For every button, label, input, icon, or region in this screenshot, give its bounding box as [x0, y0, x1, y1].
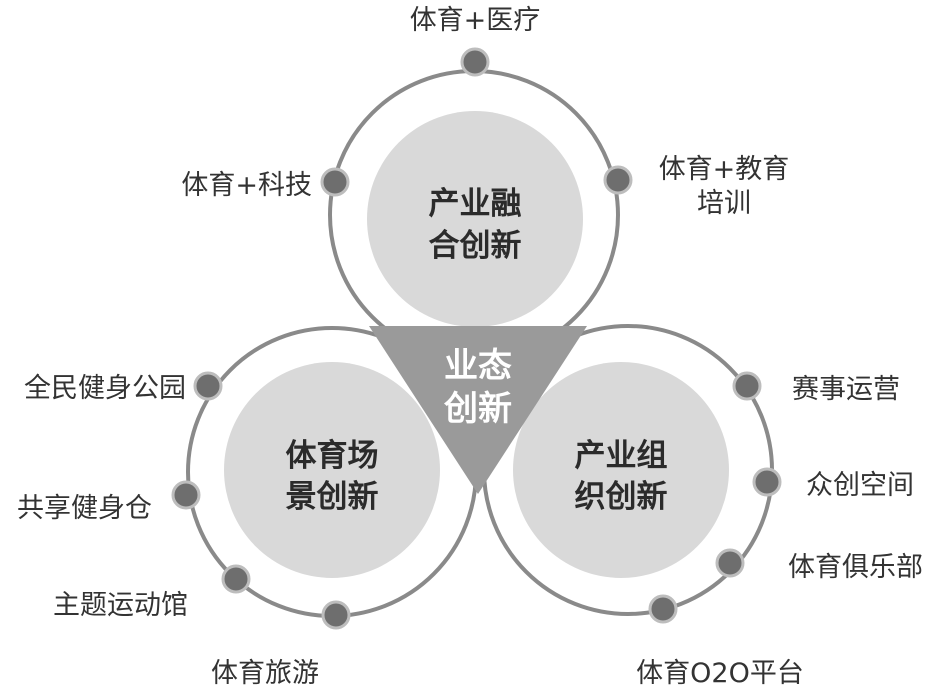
node-o2o-platform — [648, 594, 678, 624]
node-sport-education — [603, 165, 633, 195]
center-title-line1: 业态 — [444, 346, 512, 386]
label-sport-tourism: 体育旅游 — [211, 658, 319, 689]
center-title-line2: 创新 — [443, 389, 512, 429]
label-sport-education-line2: 培训 — [697, 188, 751, 219]
label-o2o-platform: 体育O2O平台 — [636, 658, 804, 689]
node-theme-venue — [221, 564, 251, 594]
label-event-operation: 赛事运营 — [792, 374, 900, 405]
label-sport-club: 体育俱乐部 — [788, 552, 923, 583]
left-core-title-line2: 景创新 — [286, 479, 379, 515]
node-sport-tourism — [321, 600, 351, 630]
top-core-circle — [367, 111, 583, 327]
node-maker-space — [752, 467, 782, 497]
label-theme-venue: 主题运动馆 — [53, 590, 188, 621]
label-sport-tech: 体育+科技 — [181, 170, 312, 201]
right-core-title-line1: 产业组 — [575, 438, 668, 474]
node-fitness-park — [193, 371, 223, 401]
right-core-circle — [513, 362, 729, 578]
center-triangle — [369, 326, 587, 494]
left-core-title-line1: 体育场 — [286, 438, 379, 474]
node-event-operation — [732, 371, 762, 401]
top-core-title-line1: 产业融 — [429, 186, 522, 222]
top-core-title-line2: 合创新 — [429, 228, 522, 264]
node-sport-tech — [320, 167, 350, 197]
label-sport-education-line1: 体育+教育 — [659, 154, 790, 185]
label-shared-gym-pod: 共享健身仓 — [17, 493, 152, 524]
right-core-title-line2: 织创新 — [575, 479, 668, 515]
left-core-circle — [224, 362, 440, 578]
label-maker-space: 众创空间 — [806, 470, 914, 501]
node-sport-medical — [460, 47, 490, 77]
node-shared-gym-pod — [171, 480, 201, 510]
label-fitness-park: 全民健身公园 — [24, 373, 186, 404]
node-sport-club — [715, 548, 745, 578]
label-sport-medical: 体育+医疗 — [410, 5, 541, 36]
